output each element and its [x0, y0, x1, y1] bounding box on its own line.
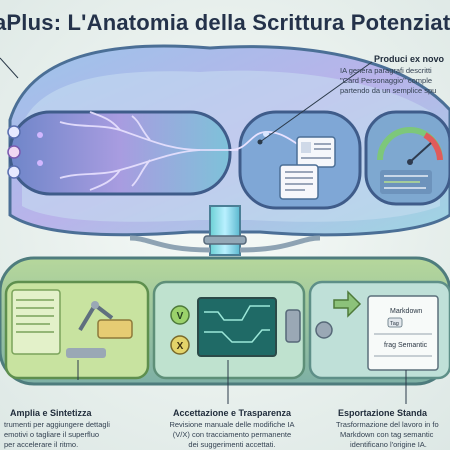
- module-amplia-illustration: [4, 280, 150, 380]
- page-title: aPlus: L'Anatomia della Scrittura Potenz…: [0, 10, 450, 35]
- reject-glyph: X: [177, 341, 184, 352]
- doc-line-markdown: Markdown: [390, 308, 422, 315]
- callout-line-top: [259, 61, 373, 143]
- character-card: [296, 136, 336, 168]
- module-esportazione-illustration: Markdown Tag frag Semantic: [308, 280, 450, 380]
- central-pipe: [129, 205, 321, 256]
- module-label-esportazione: Esportazione Standa Trasformazione del l…: [336, 408, 450, 450]
- node-icons: [7, 125, 43, 179]
- paragraph-card: [279, 164, 319, 200]
- doc-tag: Tag: [390, 321, 399, 327]
- module-heading-accettazione: Accettazione e Trasparenza: [172, 408, 292, 418]
- callout-produci: Produci ex novo IA genera paragrafi desc…: [322, 54, 450, 96]
- gear-icon: [315, 321, 333, 339]
- doc-line-tag-semantic: frag Semantic: [384, 342, 428, 349]
- markdown-doc-card: Markdown Tag frag Semantic: [367, 295, 439, 371]
- module-label-accettazione: Accettazione e Trasparenza Revisione man…: [152, 408, 312, 450]
- callout-line-top-left: [0, 57, 19, 79]
- arrow-right-icon: [333, 290, 362, 318]
- neural-branches: [59, 111, 240, 191]
- module-label-amplia: Amplia e Sintetizza trumenti per aggiung…: [0, 408, 150, 450]
- generation-chamber: [229, 110, 362, 210]
- callout-produci-heading: Produci ex novo: [374, 54, 445, 64]
- module-heading-amplia: Amplia e Sintetizza: [10, 408, 92, 418]
- module-accettazione-illustration: V X: [152, 280, 306, 380]
- module-heading-esportazione: Esportazione Standa: [338, 408, 428, 418]
- gauge-chamber: [364, 110, 450, 206]
- accept-glyph: V: [177, 311, 184, 322]
- callout-produci-desc: IA genera paragrafi descritti "Card Pers…: [340, 66, 437, 95]
- accept-icon: [170, 305, 190, 325]
- neural-chamber-left: [7, 110, 240, 196]
- reject-icon: [170, 335, 190, 355]
